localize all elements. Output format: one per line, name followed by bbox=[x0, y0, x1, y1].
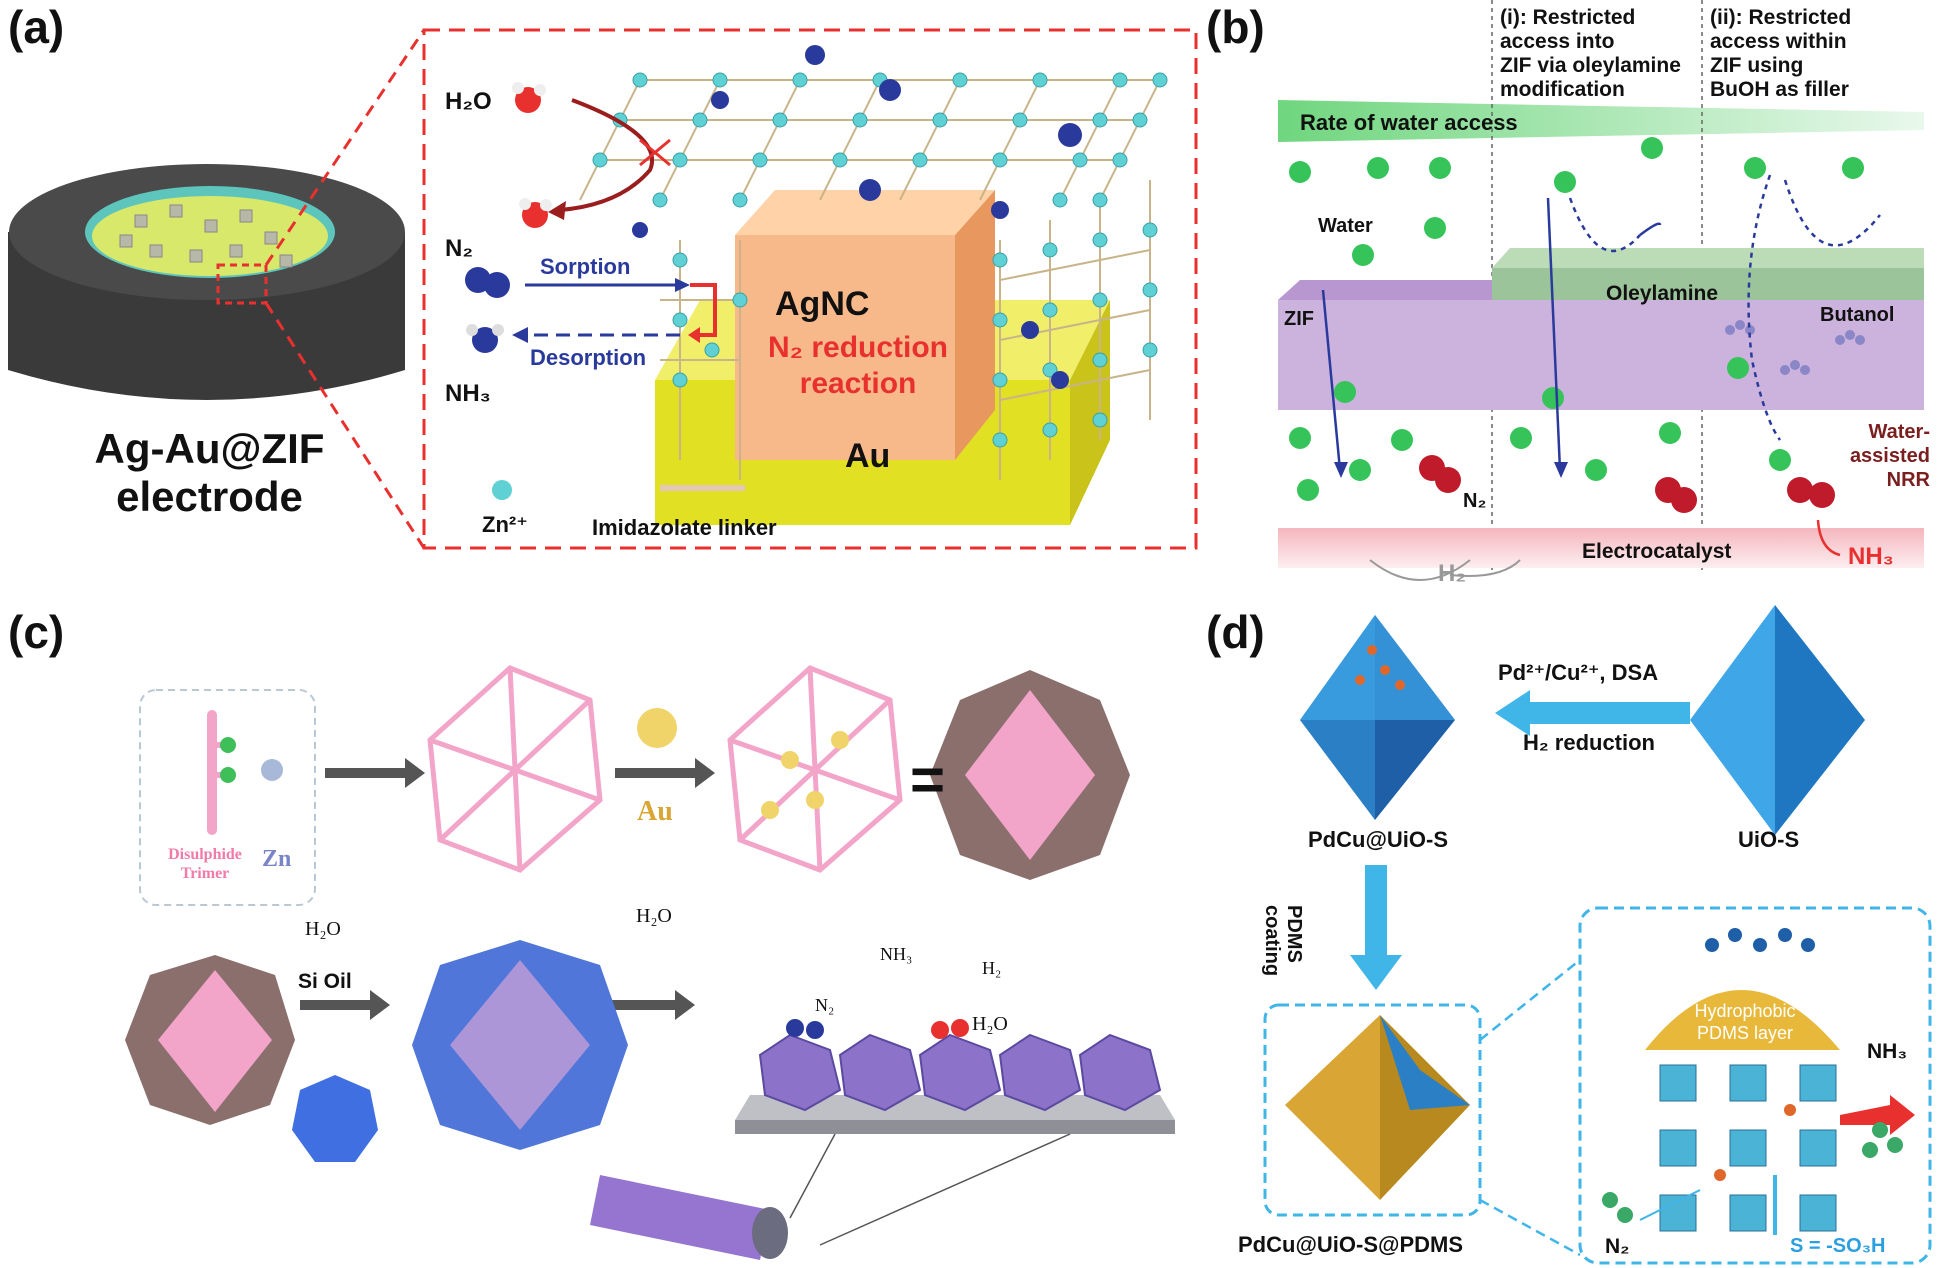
substrate-array bbox=[735, 1019, 1175, 1134]
agnc-cube bbox=[735, 190, 995, 460]
d-reagent1-label: Pd²⁺/Cu²⁺, DSA bbox=[1498, 660, 1659, 685]
d-final-box bbox=[1263, 1003, 1482, 1217]
c-nh3-label: NH₃ bbox=[880, 944, 913, 964]
a-nh3-label: NH₃ bbox=[445, 380, 491, 407]
c-si-oil-label: Si Oil bbox=[298, 970, 352, 993]
h2o-molecule-2 bbox=[519, 198, 552, 228]
panel-label-a: (a) bbox=[8, 1, 65, 53]
butanol-molecules bbox=[1725, 320, 1865, 375]
a-h2o-label: H₂O bbox=[445, 88, 492, 115]
a-zn-label: Zn²⁺ bbox=[482, 512, 528, 537]
b-h2-label: H₂ bbox=[1438, 560, 1466, 587]
c-h2o-label-2: H₂O bbox=[636, 905, 672, 927]
c-equals-sign: = bbox=[910, 746, 946, 813]
d-reagent2-label: H₂ reduction bbox=[1523, 730, 1655, 755]
water-drops-d bbox=[1705, 928, 1815, 952]
pdcu-uio-octahedron bbox=[1300, 615, 1455, 820]
c-zn-label: Zn bbox=[262, 846, 292, 872]
d-uio-label: UiO-S bbox=[1738, 827, 1800, 852]
nh3-molecules-d bbox=[1862, 1122, 1903, 1158]
d-nh3-label: NH₃ bbox=[1867, 1040, 1908, 1063]
c-h2-label: H₂ bbox=[982, 958, 1002, 978]
nh3-molecule bbox=[466, 324, 504, 353]
framework-2 bbox=[727, 665, 903, 873]
a-n2-label: N₂ bbox=[445, 235, 473, 262]
c-au-label: Au bbox=[637, 796, 673, 827]
water-molecules bbox=[1289, 137, 1864, 501]
b-n2-label: N₂ bbox=[1463, 490, 1487, 512]
dodecahedron-coated bbox=[412, 940, 628, 1150]
dodecahedron-2 bbox=[125, 955, 295, 1125]
b-zif-label: ZIF bbox=[1284, 308, 1314, 330]
b-nh3-label: NH₃ bbox=[1848, 543, 1894, 570]
pdms-coated-octahedron bbox=[1285, 1015, 1470, 1200]
framework-1 bbox=[427, 665, 603, 873]
electrode-illustration bbox=[8, 164, 405, 400]
d-pdcu-label: PdCu@UiO-S bbox=[1308, 827, 1449, 852]
panel-label-d: (d) bbox=[1206, 606, 1265, 658]
a-sorption-label: Sorption bbox=[540, 254, 631, 279]
zn-node-legend bbox=[261, 759, 283, 781]
a-linker-label: Imidazolate linker bbox=[592, 515, 777, 540]
d-n2-label: N₂ bbox=[1605, 1235, 1630, 1258]
a-au-label: Au bbox=[845, 437, 891, 475]
c-n2-label: N₂ bbox=[815, 995, 835, 1015]
zif-lattice bbox=[579, 79, 1161, 480]
a-agnc-label: AgNC bbox=[775, 285, 870, 323]
d-s-definition-label: S = -SO₃H bbox=[1790, 1235, 1886, 1257]
b-rate-label: Rate of water access bbox=[1300, 110, 1518, 135]
dodecahedron-1 bbox=[930, 670, 1130, 880]
fiber-bundle bbox=[590, 1175, 788, 1260]
d-final-label: PdCu@UiO-S@PDMS bbox=[1238, 1232, 1464, 1257]
panel-label-b: (b) bbox=[1206, 1, 1265, 53]
uio-octahedron bbox=[1690, 605, 1865, 835]
d-coating-arrow bbox=[1350, 865, 1402, 990]
a-desorption-label: Desorption bbox=[530, 345, 647, 370]
n2-molecule bbox=[465, 267, 510, 298]
b-oleylamine-label: Oleylamine bbox=[1606, 282, 1719, 305]
b-electrocatalyst-label: Electrocatalyst bbox=[1582, 540, 1732, 563]
c-h2o-label-1: H₂O bbox=[305, 918, 341, 940]
b-butanol-label: Butanol bbox=[1820, 304, 1895, 326]
panel-label-c: (c) bbox=[8, 606, 65, 658]
n2-molecules-d bbox=[1602, 1192, 1633, 1223]
nh3-exit-arrow bbox=[1840, 1095, 1915, 1135]
si-oil-droplet bbox=[292, 1075, 378, 1162]
d-zoom-box bbox=[1578, 906, 1932, 1265]
c-h2o-label-3: H₂O bbox=[972, 1013, 1008, 1035]
h2o-molecule-1 bbox=[512, 82, 546, 113]
au-nanoparticle bbox=[637, 708, 677, 748]
uio-mof-grid bbox=[1659, 1064, 1837, 1232]
b-water-label: Water bbox=[1318, 215, 1373, 237]
zn-legend-dot bbox=[492, 480, 512, 500]
water-block-arrow bbox=[559, 98, 654, 212]
